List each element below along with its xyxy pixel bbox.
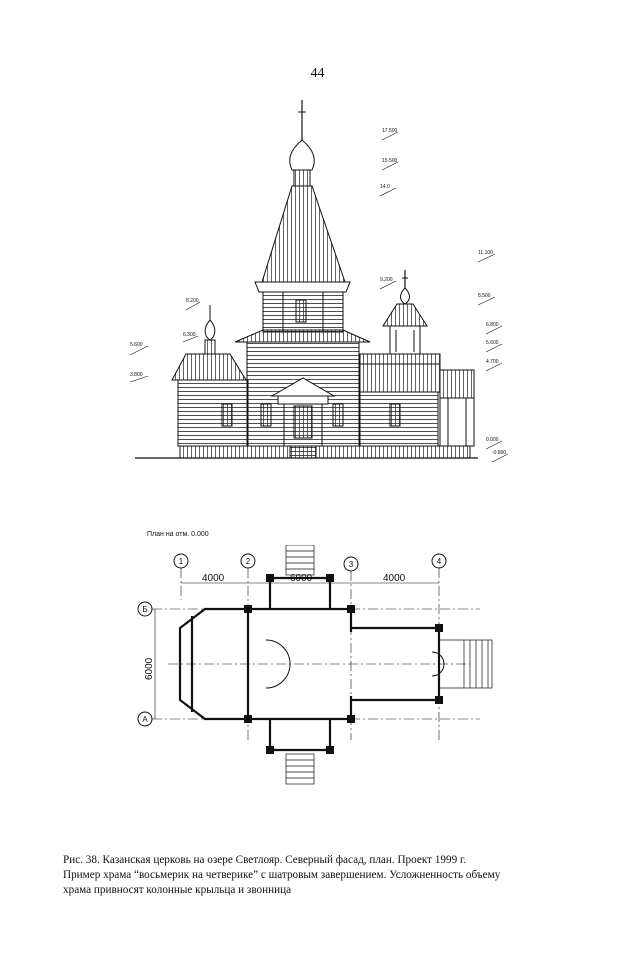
north-facade-drawing: 8.200 6.300 5.600 3.800 17.500 15.500 14…: [129, 100, 509, 463]
axis-label-3: 3: [349, 560, 354, 569]
floor-plan-drawing: 1 2 3 4 Б А 4000 6000 4000 6000: [137, 545, 493, 785]
mark-right-2: 15.500: [382, 158, 398, 164]
mark-right-6: 8.500: [478, 293, 491, 299]
mark-right-1: 17.500: [382, 128, 398, 134]
figure-caption: Рис. 38. Казанская церковь на озере Свет…: [63, 853, 583, 898]
mark-right-8: 5.600: [486, 340, 499, 346]
mark-right-11: -0.800: [492, 450, 506, 456]
row-label-a: А: [142, 715, 148, 724]
axis-label-2: 2: [246, 557, 251, 566]
mark-left-1: 8.200: [186, 298, 199, 304]
plan-title: План на отм. 0.000: [147, 531, 209, 538]
row-label-b: Б: [142, 605, 147, 614]
axis-label-4: 4: [437, 557, 442, 566]
caption-line-1: Рис. 38. Казанская церковь на озере Свет…: [63, 854, 467, 866]
caption-line-2: Пример храма “восьмерик на четверике” с …: [63, 869, 501, 881]
mark-right-4: 11.100: [478, 250, 493, 256]
caption-line-3: храма привносят колонные крыльца и звонн…: [63, 884, 292, 896]
dim-6000: 6000: [290, 573, 313, 584]
mark-right-3: 14.0: [380, 184, 390, 190]
mark-left-3: 5.600: [130, 342, 143, 348]
dim-vertical-6000: 6000: [144, 657, 155, 680]
mark-right-9: 4.700: [486, 359, 499, 365]
page-number: 44: [310, 66, 325, 81]
mark-right-7: 6.800: [486, 322, 499, 328]
mark-right-10: 0.000: [486, 437, 499, 443]
dim-4000-left: 4000: [202, 573, 225, 584]
mark-left-2: 6.300: [183, 332, 196, 338]
mark-right-5: 9.200: [380, 277, 393, 283]
mark-left-4: 3.800: [130, 372, 143, 378]
dim-4000-right: 4000: [383, 573, 406, 584]
axis-label-1: 1: [179, 557, 184, 566]
